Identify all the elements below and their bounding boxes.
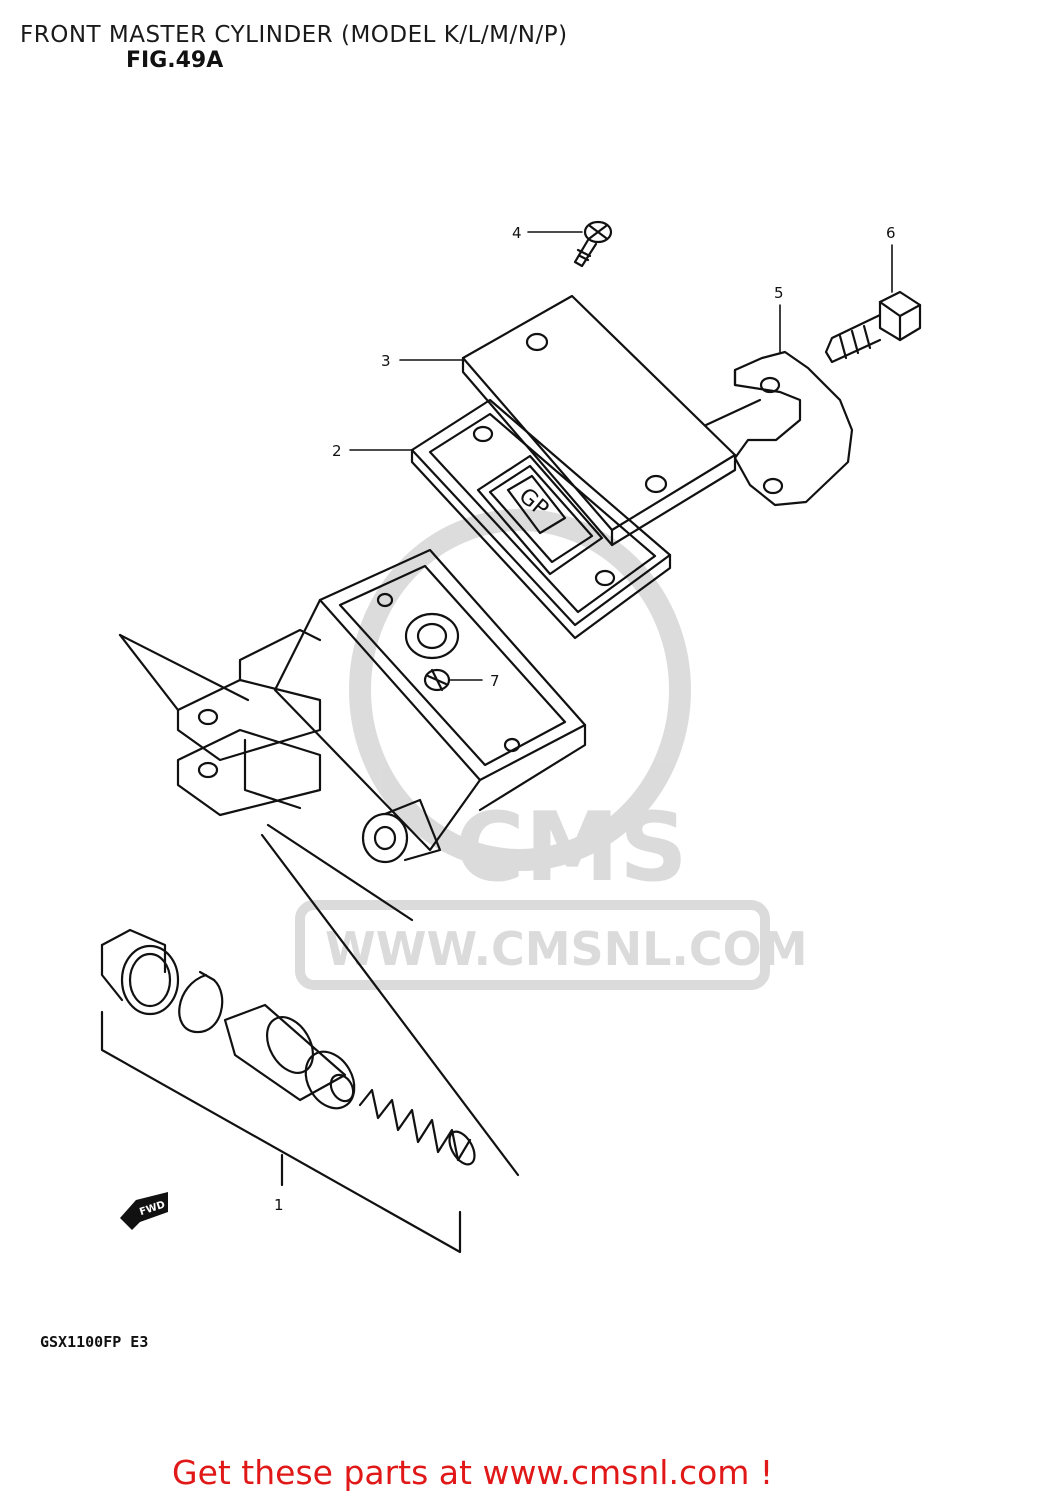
callout-7: 7 [490, 672, 500, 690]
master-cylinder-body [118, 548, 587, 1177]
fwd-direction-marker: FWD [120, 1192, 168, 1230]
part-3-reservoir-cap [461, 294, 737, 547]
callout-1: 1 [274, 1196, 284, 1214]
part-5-clamp [704, 350, 854, 507]
part-6-bolt [824, 290, 922, 364]
part-1-piston-assembly [100, 928, 476, 1254]
part-4-screw [573, 220, 613, 268]
callout-2: 2 [332, 442, 342, 460]
callout-5: 5 [774, 284, 784, 302]
figure-number: FIG.49A [126, 48, 224, 73]
callout-leaders [349, 231, 893, 681]
cms-watermark: CMS WWW.CMSNL.COM [295, 509, 808, 990]
watermark-url-frame [295, 900, 770, 990]
page-title: FRONT MASTER CYLINDER (MODEL K/L/M/N/P) [20, 22, 568, 48]
callout-6: 6 [886, 224, 896, 242]
part-7-valve [423, 668, 451, 692]
watermark-emblem [349, 509, 691, 871]
watermark-brand: CMS [455, 793, 688, 903]
model-code: GSX1100FP E3 [40, 1333, 149, 1351]
get-parts-link[interactable]: Get these parts at www.cmsnl.com ! [172, 1453, 774, 1492]
callout-3: 3 [381, 352, 391, 370]
watermark-url: WWW.CMSNL.COM [325, 922, 808, 976]
callout-4: 4 [512, 224, 522, 242]
